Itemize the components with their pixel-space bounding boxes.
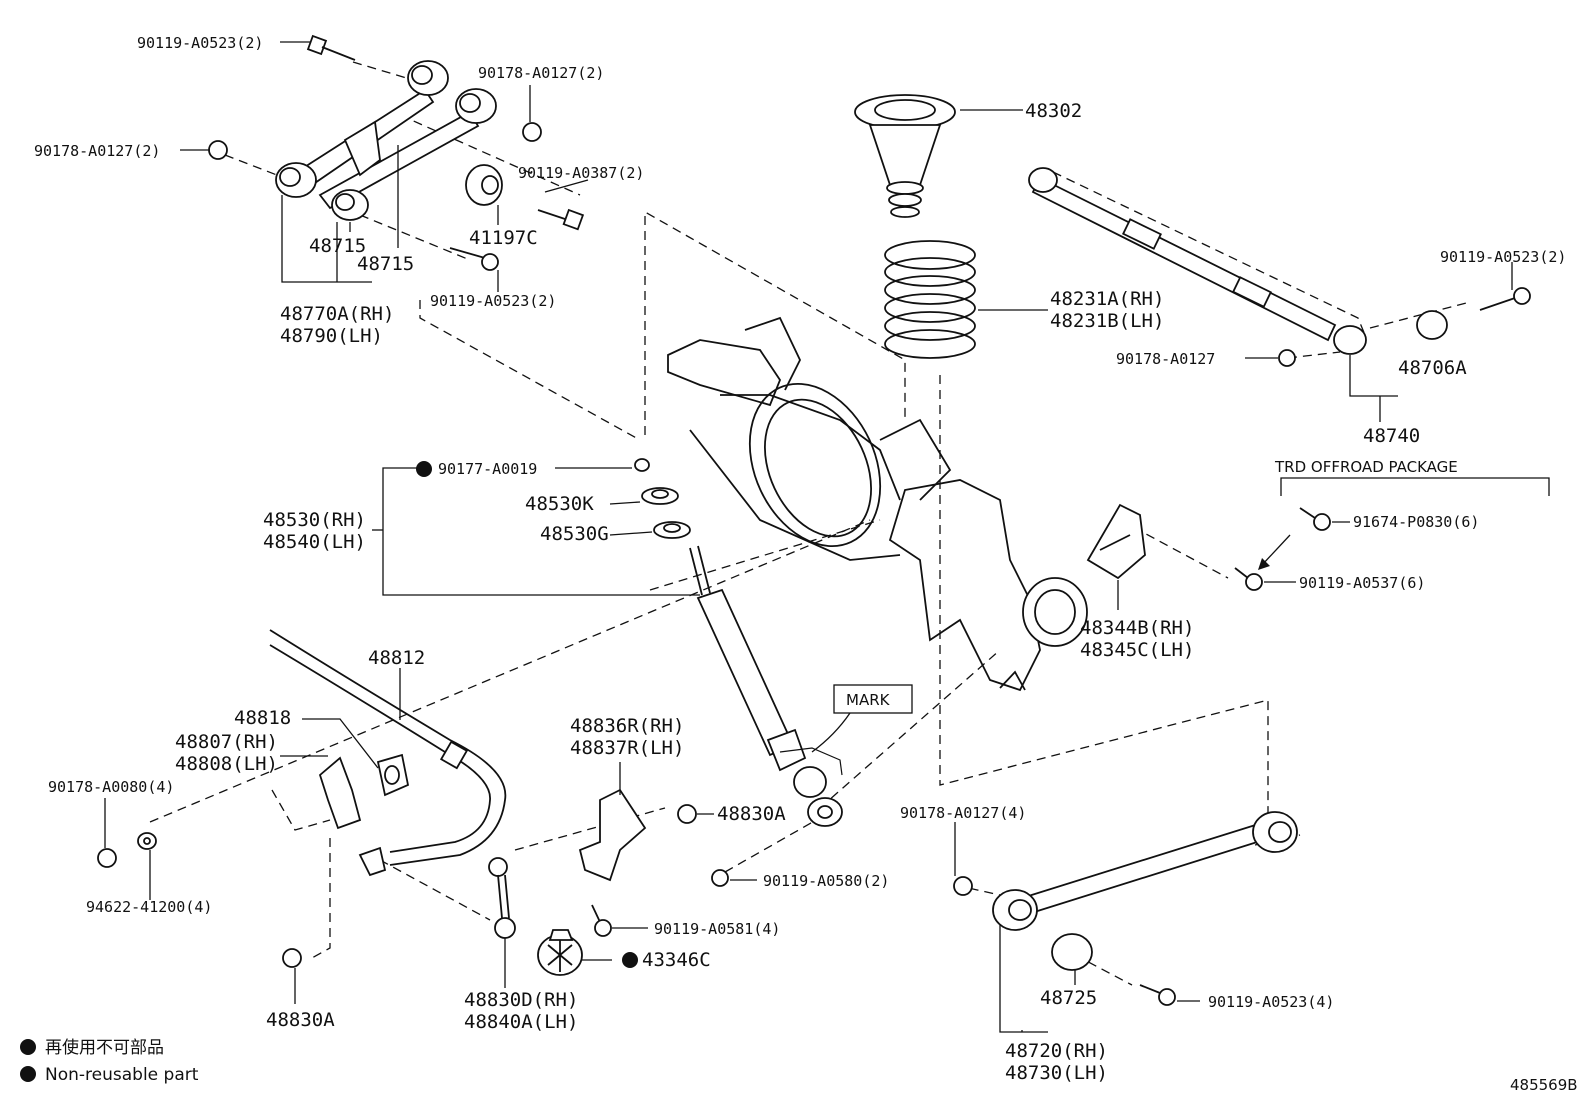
legend-japanese: 再使用不可部品 bbox=[45, 1037, 164, 1058]
nut-icon bbox=[282, 948, 302, 968]
label-48540-lh: 48540(LH) bbox=[263, 531, 366, 553]
label-48345c-lh: 48345C(LH) bbox=[1080, 639, 1194, 661]
label-48808-lh: 48808(LH) bbox=[175, 753, 278, 775]
bracket-48807 bbox=[318, 756, 362, 830]
arrow-line bbox=[1261, 534, 1291, 566]
label-90119-a0537-6: 90119-A0537(6) bbox=[1299, 574, 1425, 592]
non-reusable-dot-icon bbox=[416, 461, 432, 477]
shock-absorber-48530 bbox=[634, 458, 843, 827]
label-90178-a0127-right: 90178-A0127 bbox=[1116, 350, 1215, 368]
label-48830a-bottom: 48830A bbox=[266, 1009, 335, 1031]
label-48530-rh: 48530(RH) bbox=[263, 509, 366, 531]
bolt-icon bbox=[591, 904, 612, 937]
bushing-48706a bbox=[1416, 310, 1448, 340]
label-41197c: 41197C bbox=[469, 227, 538, 249]
label-48830a-mid: 48830A bbox=[717, 803, 786, 825]
label-91674-p0830-6: 91674-P0830(6) bbox=[1353, 513, 1479, 531]
label-48715-a: 48715 bbox=[309, 235, 366, 257]
bolt-icon bbox=[449, 247, 499, 271]
label-90119-a0523-2-mid: 90119-A0523(2) bbox=[430, 292, 556, 310]
label-48818: 48818 bbox=[234, 707, 291, 729]
legend-dot-icon bbox=[20, 1039, 36, 1055]
label-48231a-rh: 48231A(RH) bbox=[1050, 288, 1164, 310]
label-48715-b: 48715 bbox=[357, 253, 414, 275]
label-90178-a0080-4: 90178-A0080(4) bbox=[48, 778, 174, 796]
legend: 再使用不可部品 Non-reusable part bbox=[45, 1037, 199, 1085]
label-48720-rh: 48720(RH) bbox=[1005, 1040, 1108, 1062]
label-48837r-lh: 48837R(LH) bbox=[570, 737, 684, 759]
bracket-48836r bbox=[578, 788, 647, 882]
sensor-43346c bbox=[537, 929, 583, 976]
bushing-48725 bbox=[1051, 933, 1093, 971]
arrow-head bbox=[1258, 558, 1270, 570]
legend-english: Non-reusable part bbox=[45, 1065, 199, 1085]
bolt-icon bbox=[537, 208, 585, 231]
label-90119-a0523-2-right: 90119-A0523(2) bbox=[1440, 248, 1566, 266]
label-48740: 48740 bbox=[1363, 425, 1420, 447]
part-labels: 90119-A0523(2) 90178-A0127(2) 90178-A012… bbox=[34, 34, 1566, 1084]
label-48302: 48302 bbox=[1025, 100, 1082, 122]
axle-housing bbox=[667, 316, 1088, 692]
label-43346c: 43346C bbox=[642, 949, 711, 971]
legend-dot-icon bbox=[20, 1066, 36, 1082]
nut-icon bbox=[522, 122, 542, 142]
bushing-48818 bbox=[376, 753, 410, 797]
label-90119-a0581-4: 90119-A0581(4) bbox=[654, 920, 780, 938]
nut-icon bbox=[208, 140, 228, 160]
bolt-icon bbox=[306, 34, 356, 61]
label-48706a: 48706A bbox=[1398, 357, 1467, 379]
lateral-rod-48740 bbox=[1028, 167, 1367, 355]
non-reusable-dot-icon bbox=[622, 952, 638, 968]
upper-control-arm bbox=[275, 60, 497, 221]
washer-hole bbox=[143, 837, 151, 845]
label-mark: MARK bbox=[846, 691, 891, 709]
bolt-icon bbox=[1234, 567, 1263, 591]
label-90177-a0019: 90177-A0019 bbox=[438, 460, 537, 478]
label-48730-lh: 48730(LH) bbox=[1005, 1062, 1108, 1084]
lower-control-arm-48720 bbox=[992, 811, 1298, 931]
label-48830d-rh: 48830D(RH) bbox=[464, 989, 578, 1011]
leader-lines bbox=[104, 41, 1550, 1033]
label-90119-a0580-2: 90119-A0580(2) bbox=[763, 872, 889, 890]
diagram-id: 485569B bbox=[1510, 1076, 1578, 1094]
label-48790-lh: 48790(LH) bbox=[280, 325, 383, 347]
bump-stopper-48302 bbox=[854, 94, 956, 218]
label-48530g: 48530G bbox=[540, 523, 609, 545]
bolt-icon bbox=[1299, 507, 1331, 531]
stabilizer-link-48830d bbox=[488, 857, 516, 939]
bolt-icon bbox=[1139, 984, 1176, 1006]
label-48725: 48725 bbox=[1040, 987, 1097, 1009]
nut-icon bbox=[97, 848, 117, 868]
label-48530k: 48530K bbox=[525, 493, 594, 515]
stabilizer-bar-48812 bbox=[269, 629, 507, 877]
coil-spring-48231 bbox=[884, 240, 976, 359]
label-48231b-lh: 48231B(LH) bbox=[1050, 310, 1164, 332]
label-90119-a0523-2-top: 90119-A0523(2) bbox=[137, 34, 263, 52]
label-48840a-lh: 48840A(LH) bbox=[464, 1011, 578, 1033]
bracket-48344b bbox=[1086, 503, 1146, 580]
label-48770a-rh: 48770A(RH) bbox=[280, 303, 394, 325]
label-90178-a0127-4: 90178-A0127(4) bbox=[900, 804, 1026, 822]
label-90178-a0127-2-left: 90178-A0127(2) bbox=[34, 142, 160, 160]
label-48812: 48812 bbox=[368, 647, 425, 669]
nut-icon bbox=[677, 804, 697, 824]
bolt-icon bbox=[1479, 287, 1531, 311]
nut-icon bbox=[953, 876, 973, 896]
label-94622-41200-4: 94622-41200(4) bbox=[86, 898, 212, 916]
label-trd-offroad-package: TRD OFFROAD PACKAGE bbox=[1274, 458, 1458, 476]
label-90119-a0387-2: 90119-A0387(2) bbox=[518, 164, 644, 182]
label-48807-rh: 48807(RH) bbox=[175, 731, 278, 753]
bolt-icon bbox=[711, 869, 729, 887]
label-90119-a0523-4: 90119-A0523(4) bbox=[1208, 993, 1334, 1011]
label-48836r-rh: 48836R(RH) bbox=[570, 715, 684, 737]
label-48344b-rh: 48344B(RH) bbox=[1080, 617, 1194, 639]
nut-icon bbox=[1278, 349, 1296, 367]
bushing-41197c bbox=[465, 164, 503, 206]
washer-icon bbox=[137, 832, 157, 850]
label-90178-a0127-2-top: 90178-A0127(2) bbox=[478, 64, 604, 82]
